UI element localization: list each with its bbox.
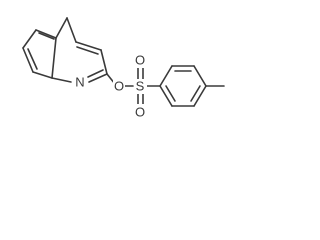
tolyl-ring-bonds bbox=[159, 65, 225, 107]
sulfur-label: S bbox=[136, 79, 145, 94]
sulfonyl-oxygen-top-label: O bbox=[135, 53, 145, 68]
nitrogen-label: N bbox=[75, 75, 84, 90]
sulfonyl-oxygen-bottom-label: O bbox=[135, 105, 145, 120]
chemical-structure-diagram: N O S O O bbox=[22, 17, 225, 120]
bicyclic-aza-ring-bonds bbox=[22, 17, 108, 83]
ester-oxygen-label: O bbox=[114, 79, 124, 94]
atom-labels: N O S O O bbox=[74, 53, 147, 120]
